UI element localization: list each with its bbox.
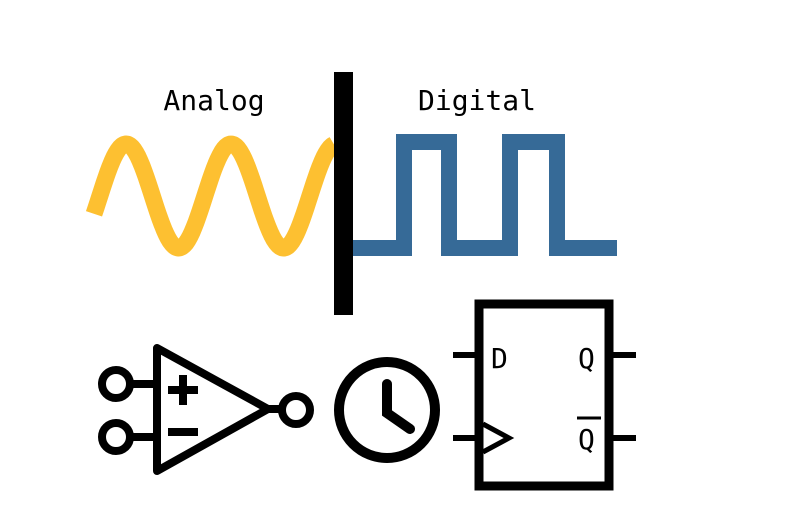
digital-label: Digital (418, 84, 536, 117)
flipflop-q-pin-label: Q (578, 342, 595, 375)
d-flip-flop-icon (453, 299, 636, 491)
analog-label: Analog (163, 84, 264, 117)
flipflop-qbar-pin-label: Q (578, 423, 595, 456)
sine-wave-icon (85, 135, 341, 257)
op-amp-icon (98, 344, 314, 475)
clock-icon (334, 357, 440, 463)
square-wave-icon (352, 134, 617, 256)
divider-bar (334, 72, 353, 315)
flipflop-d-pin-label: D (491, 342, 508, 375)
